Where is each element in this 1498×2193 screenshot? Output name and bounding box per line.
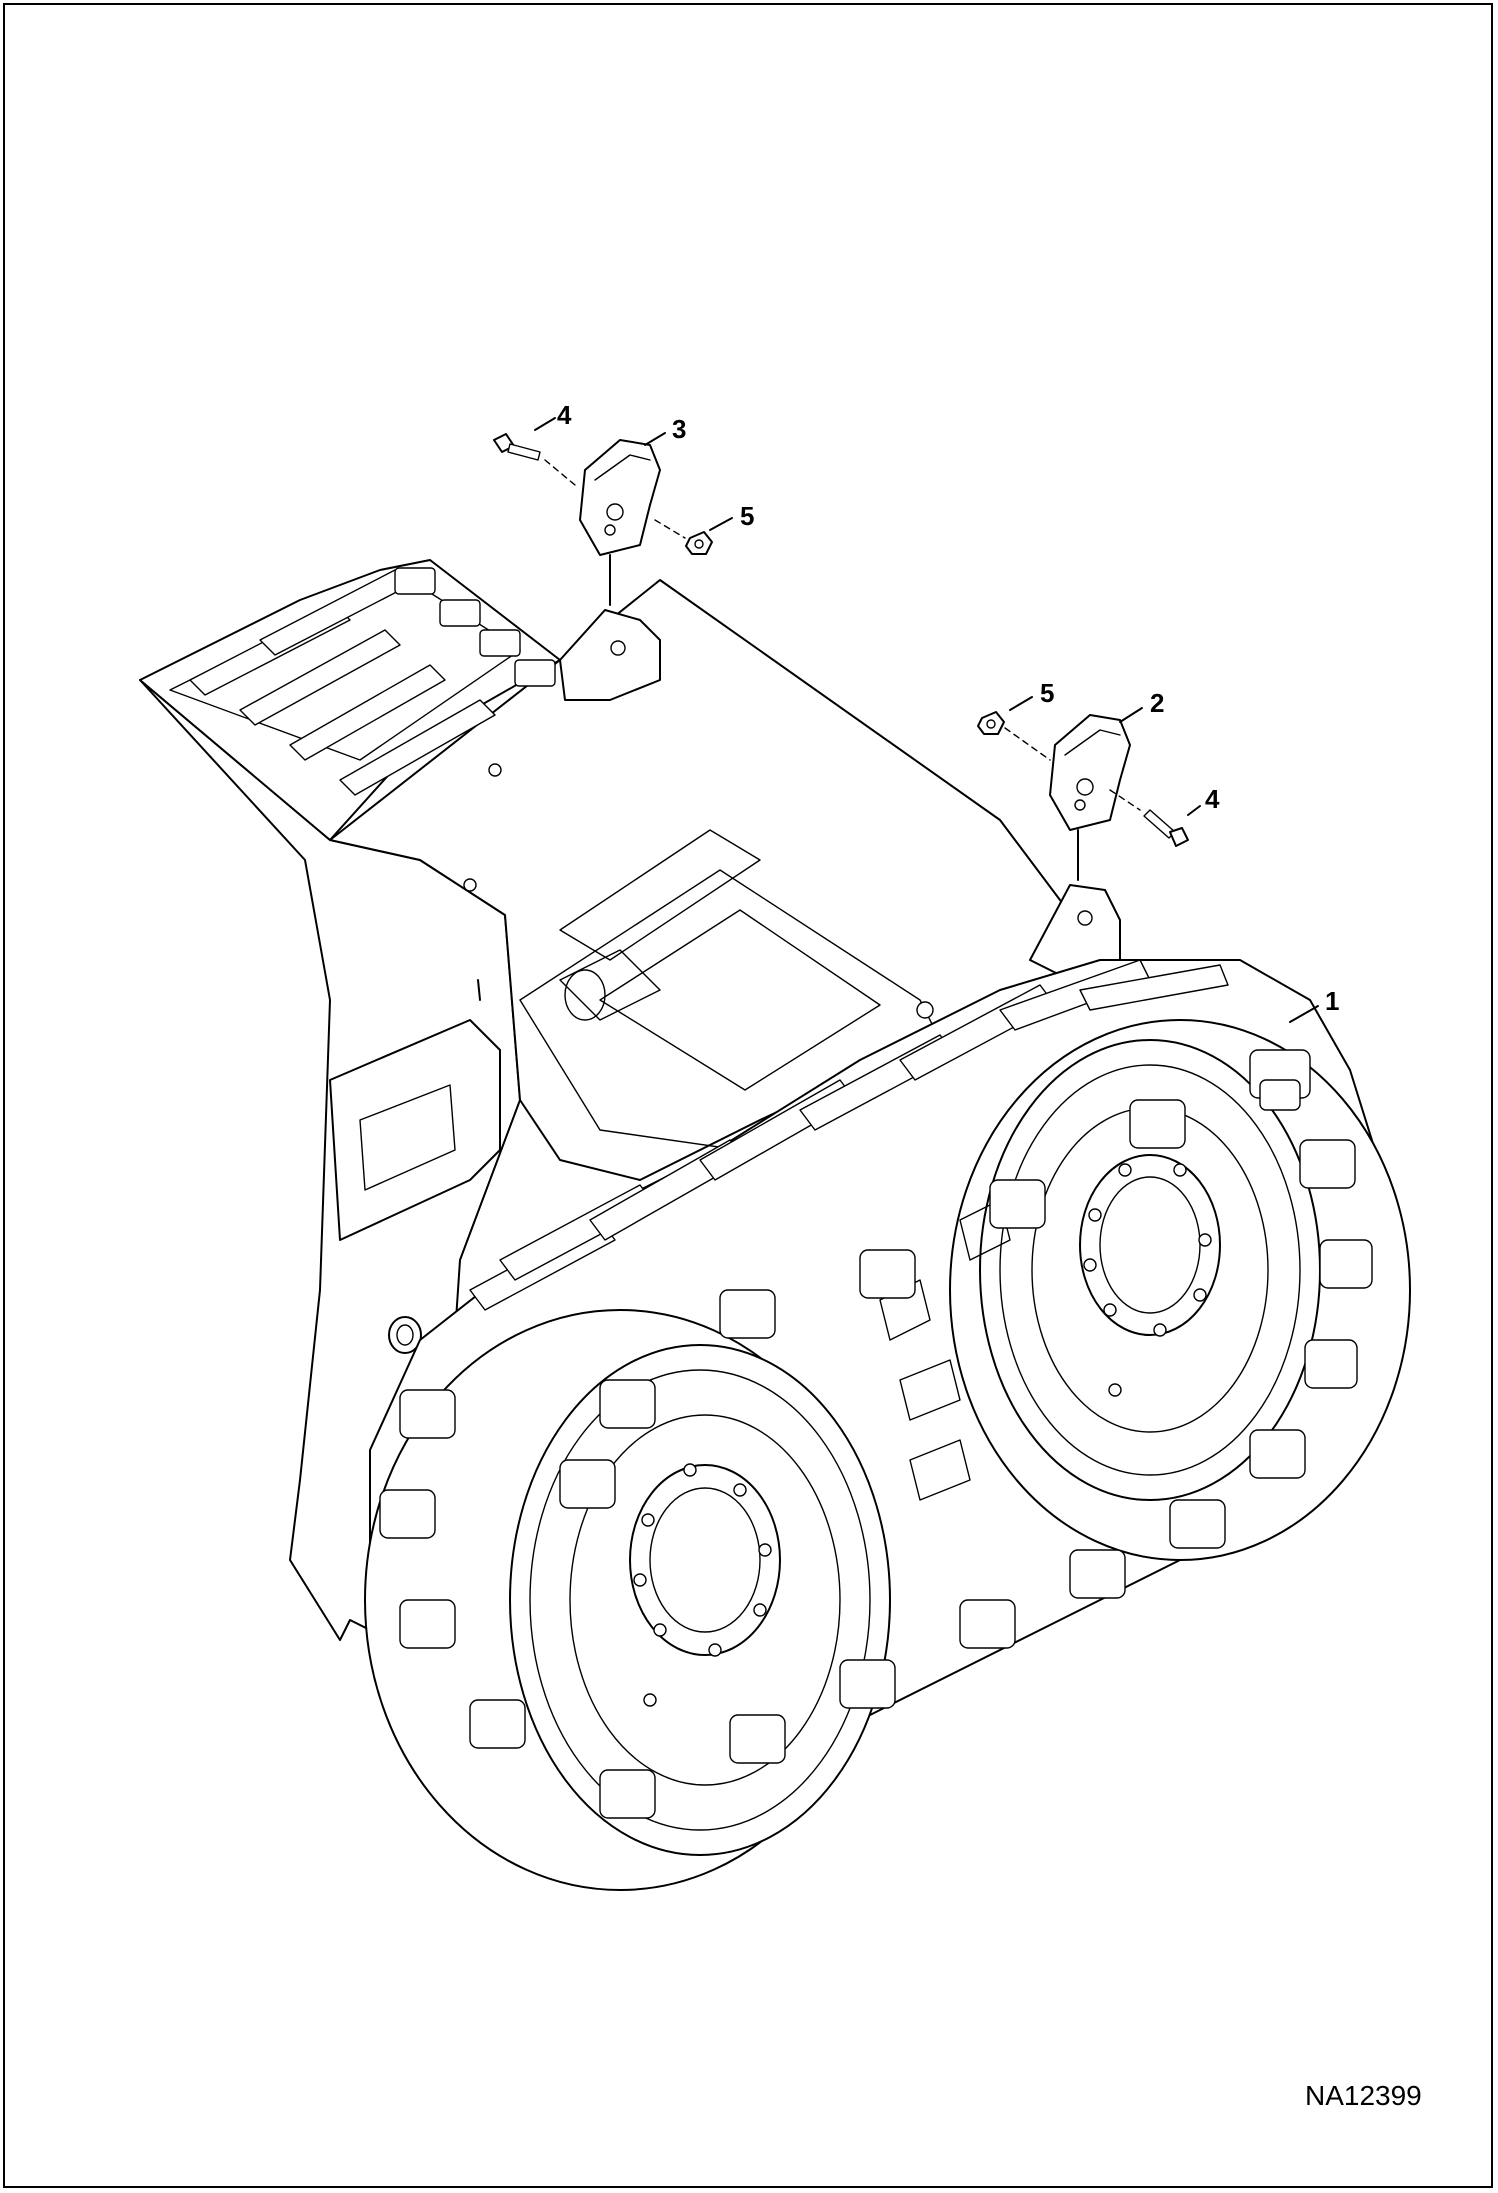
leader-4-right — [1187, 805, 1201, 816]
track-guide-part-2 — [1049, 714, 1131, 831]
callout-4-left: 4 — [557, 400, 572, 430]
callout-3: 3 — [672, 414, 686, 444]
rear-track — [139, 559, 561, 841]
track-guide-part-3 — [579, 439, 661, 556]
nut-part-5-right — [977, 711, 1051, 761]
callout-5-left: 5 — [740, 501, 754, 531]
leader-5-left — [709, 517, 733, 531]
front-track — [364, 959, 1411, 1891]
callout-5-right: 5 — [1040, 678, 1054, 708]
leader-3 — [644, 432, 666, 446]
leader-2 — [1119, 707, 1143, 723]
callout-2: 2 — [1150, 688, 1164, 718]
callout-1: 1 — [1325, 986, 1339, 1016]
frame-mount-left — [559, 609, 661, 701]
drawing-id: NA12399 — [1305, 2080, 1422, 2111]
bolt-part-4-left — [493, 433, 576, 486]
leader-1 — [1289, 1005, 1319, 1023]
callout-4-right: 4 — [1205, 784, 1220, 814]
leader-4-left — [534, 417, 556, 431]
leader-5-right — [1009, 696, 1033, 711]
bolt-part-4-right — [1109, 789, 1189, 847]
nut-part-5-left — [654, 519, 713, 555]
